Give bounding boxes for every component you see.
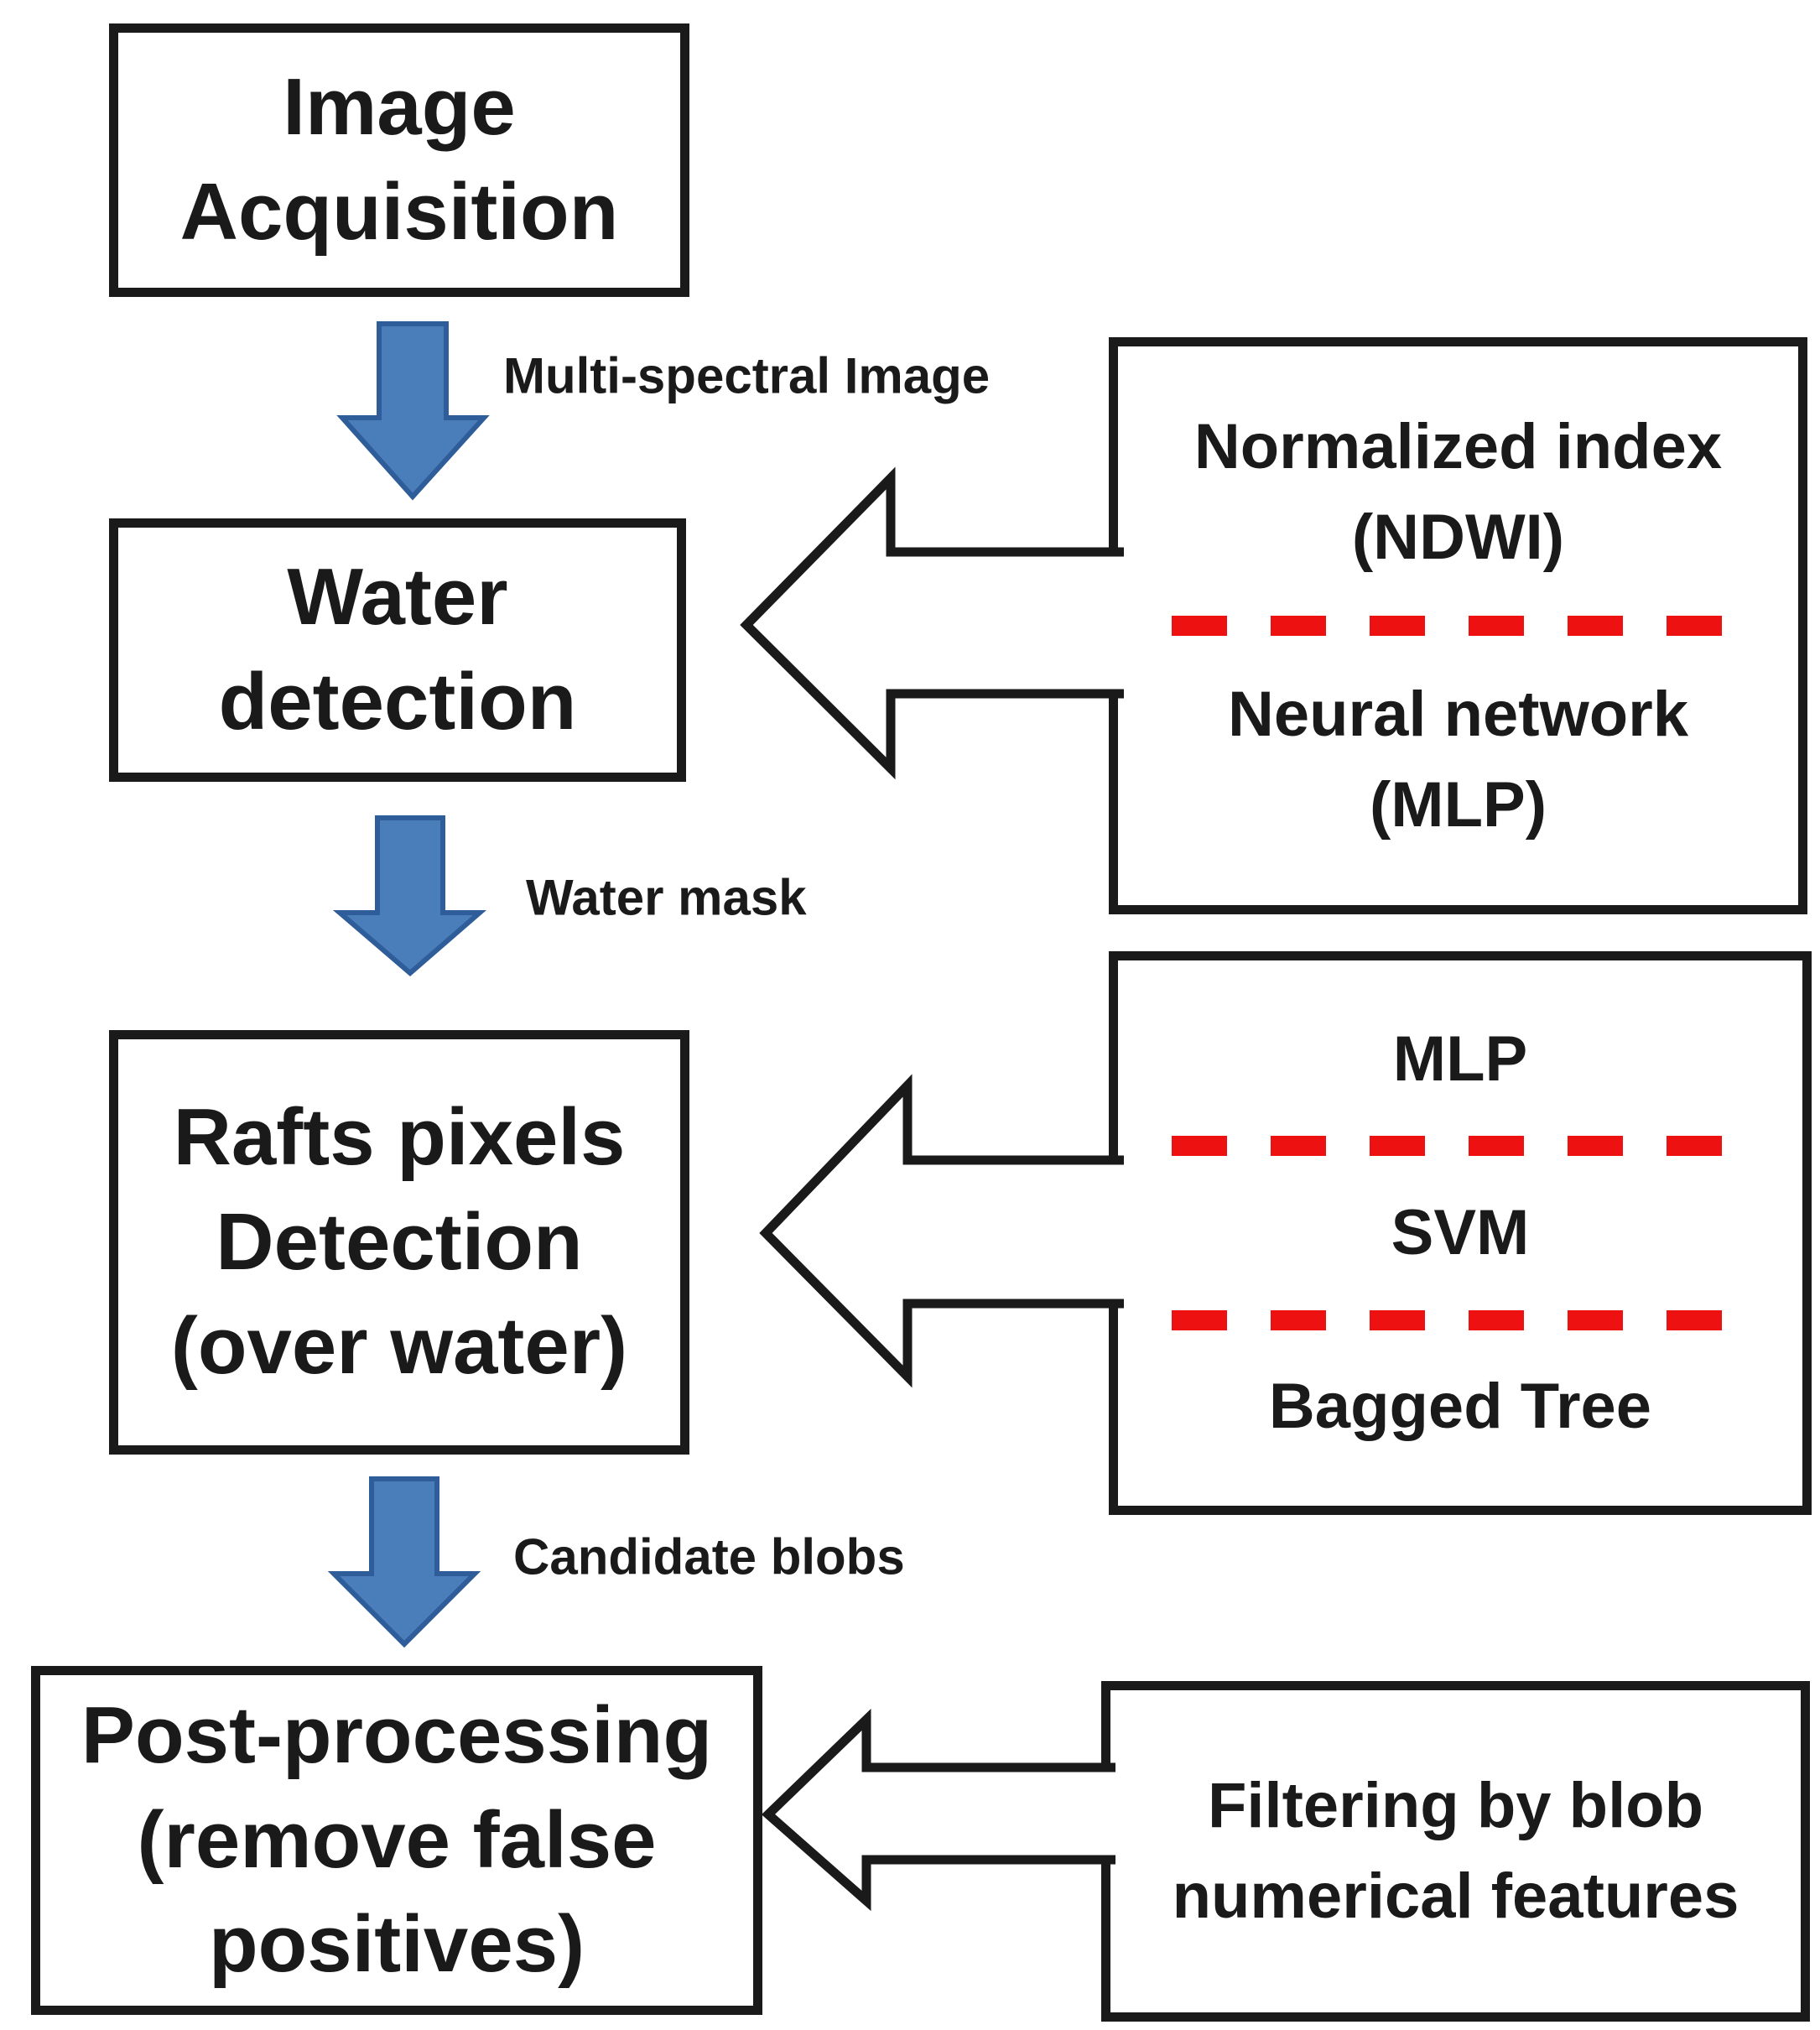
method-line: MLP <box>1392 1023 1528 1095</box>
method-line: SVM <box>1391 1197 1530 1269</box>
method-group: Neural network (MLP) <box>1228 669 1688 851</box>
down-arrow-3-icon <box>327 1476 481 1648</box>
step-box-post-processing: Post-processing (remove false positives) <box>31 1666 762 2015</box>
step-line: Post-processing <box>81 1689 713 1780</box>
method-line: Neural network <box>1227 678 1689 750</box>
method-group: Normalized index (NDWI) <box>1194 402 1722 583</box>
flow-label-candidate-blobs: Candidate blobs <box>513 1528 905 1585</box>
method-box-rafts-detection: MLP SVM Bagged Tree <box>1109 951 1812 1515</box>
step-line: (over water) <box>170 1301 628 1392</box>
method-line: Bagged Tree <box>1268 1371 1652 1443</box>
method-line: (MLP) <box>1369 768 1547 841</box>
method-arrow-3-icon <box>761 1709 1115 1912</box>
down-arrow-1-icon <box>336 321 490 501</box>
method-arrow-2-icon <box>759 1074 1124 1388</box>
step-line: Water <box>287 552 508 643</box>
red-dashed-divider <box>1171 616 1745 636</box>
step-box-water-detection: Water detection <box>109 518 686 782</box>
method-line: Normalized index <box>1193 410 1723 482</box>
method-line: numerical features <box>1172 1861 1739 1932</box>
method-box-post-processing: Filtering by blob numerical features <box>1101 1681 1810 2022</box>
step-line: (remove false <box>137 1794 657 1885</box>
method-group: SVM <box>1391 1188 1530 1278</box>
method-box-water-detection: Normalized index (NDWI) Neural network (… <box>1109 337 1807 914</box>
flow-label-multi-spectral-image: Multi-spectral Image <box>503 347 991 404</box>
step-line: positives) <box>208 1899 585 1990</box>
step-box-image-acquisition: Image Acquisition <box>109 23 689 297</box>
step-box-rafts-pixels-detection: Rafts pixels Detection (over water) <box>109 1030 689 1455</box>
method-group: Bagged Tree <box>1269 1361 1651 1452</box>
method-arrow-1-icon <box>740 466 1124 780</box>
method-line: (NDWI) <box>1351 501 1565 573</box>
step-line: detection <box>218 657 577 747</box>
step-line: Rafts pixels <box>173 1091 626 1182</box>
red-dashed-divider <box>1172 1309 1749 1330</box>
method-line: Filtering by blob <box>1207 1770 1704 1842</box>
method-group: MLP <box>1393 1014 1527 1105</box>
method-group: Filtering by blob numerical features <box>1173 1761 1739 1942</box>
step-line: Detection <box>216 1196 583 1287</box>
red-dashed-divider <box>1172 1136 1749 1157</box>
step-line: Acquisition <box>179 167 619 257</box>
down-arrow-2-icon <box>332 815 487 976</box>
step-line: Image <box>283 62 516 153</box>
flow-label-water-mask: Water mask <box>526 869 807 926</box>
